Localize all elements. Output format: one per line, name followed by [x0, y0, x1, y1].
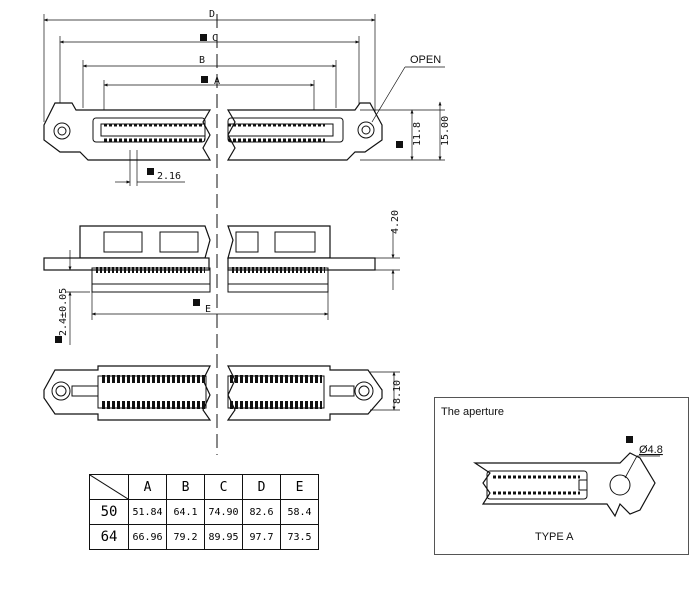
- open-label: OPEN: [410, 54, 441, 66]
- bottom-view: 8.10: [43, 365, 403, 421]
- connector-body-right: [226, 102, 383, 161]
- dim-d-label: D: [209, 9, 215, 20]
- dim-11-8-label: 11.8: [412, 122, 423, 146]
- critical-mark: [193, 299, 200, 306]
- critical-mark: [200, 34, 207, 41]
- table-cell: 74.90: [204, 499, 243, 525]
- dim-b-label: B: [199, 55, 205, 66]
- critical-mark: [147, 168, 154, 175]
- table-cell: 82.6: [242, 499, 281, 525]
- critical-mark: [201, 76, 208, 83]
- table-header-row: A B C D E: [89, 474, 319, 500]
- connector-body-left: [43, 102, 212, 161]
- critical-mark: [55, 336, 62, 343]
- diagonal-line: [90, 475, 128, 499]
- critical-mark: [396, 141, 403, 148]
- table-header-b: B: [166, 474, 205, 500]
- aperture-detail-box: The aperture Ø4.8 TYPE A: [434, 397, 689, 555]
- dimension-table: A B C D E 50 51.84 64.1 74.90 82.6 58.4 …: [89, 474, 319, 550]
- table-pin-count: 64: [89, 524, 129, 550]
- mount-hole-right: [357, 121, 375, 139]
- table-header-c: C: [204, 474, 243, 500]
- table-row: 64 66.96 79.2 89.95 97.7 73.5: [89, 524, 319, 550]
- aperture-title: The aperture: [441, 406, 504, 418]
- table-header-d: D: [242, 474, 281, 500]
- dim-tolerance-label: 2.4±0.05: [58, 288, 69, 336]
- dim-c-label: C: [212, 33, 218, 44]
- dim-pitch-label: 2.16: [157, 171, 181, 182]
- aperture-drawing: Ø4.8: [473, 436, 663, 518]
- table-row: 50 51.84 64.1 74.90 82.6 58.4: [89, 499, 319, 525]
- front-view: 4.20 E 2.4±0.05: [43, 210, 401, 345]
- table-header-e: E: [280, 474, 319, 500]
- table-pin-count: 50: [89, 499, 129, 525]
- aperture-diameter-label: Ø4.8: [639, 444, 663, 456]
- table-cell: 97.7: [242, 524, 281, 550]
- table-corner-cell: [89, 474, 129, 500]
- table-cell: 64.1: [166, 499, 205, 525]
- dim-8-10-label: 8.10: [392, 380, 403, 404]
- table-cell: 73.5: [280, 524, 319, 550]
- table-cell: 58.4: [280, 499, 319, 525]
- table-cell: 66.96: [128, 524, 167, 550]
- table-cell: 51.84: [128, 499, 167, 525]
- table-cell: 89.95: [204, 524, 243, 550]
- dim-4-20-label: 4.20: [390, 210, 401, 234]
- dim-e-label: E: [205, 304, 211, 315]
- table-header-a: A: [128, 474, 167, 500]
- dim-15-00-label: 15.00: [440, 116, 451, 146]
- table-cell: 79.2: [166, 524, 205, 550]
- top-view: D C B A: [43, 9, 451, 186]
- mount-hole-left: [53, 122, 71, 140]
- aperture-hole: [609, 474, 631, 496]
- type-label: TYPE A: [535, 531, 574, 543]
- critical-mark: [626, 436, 633, 443]
